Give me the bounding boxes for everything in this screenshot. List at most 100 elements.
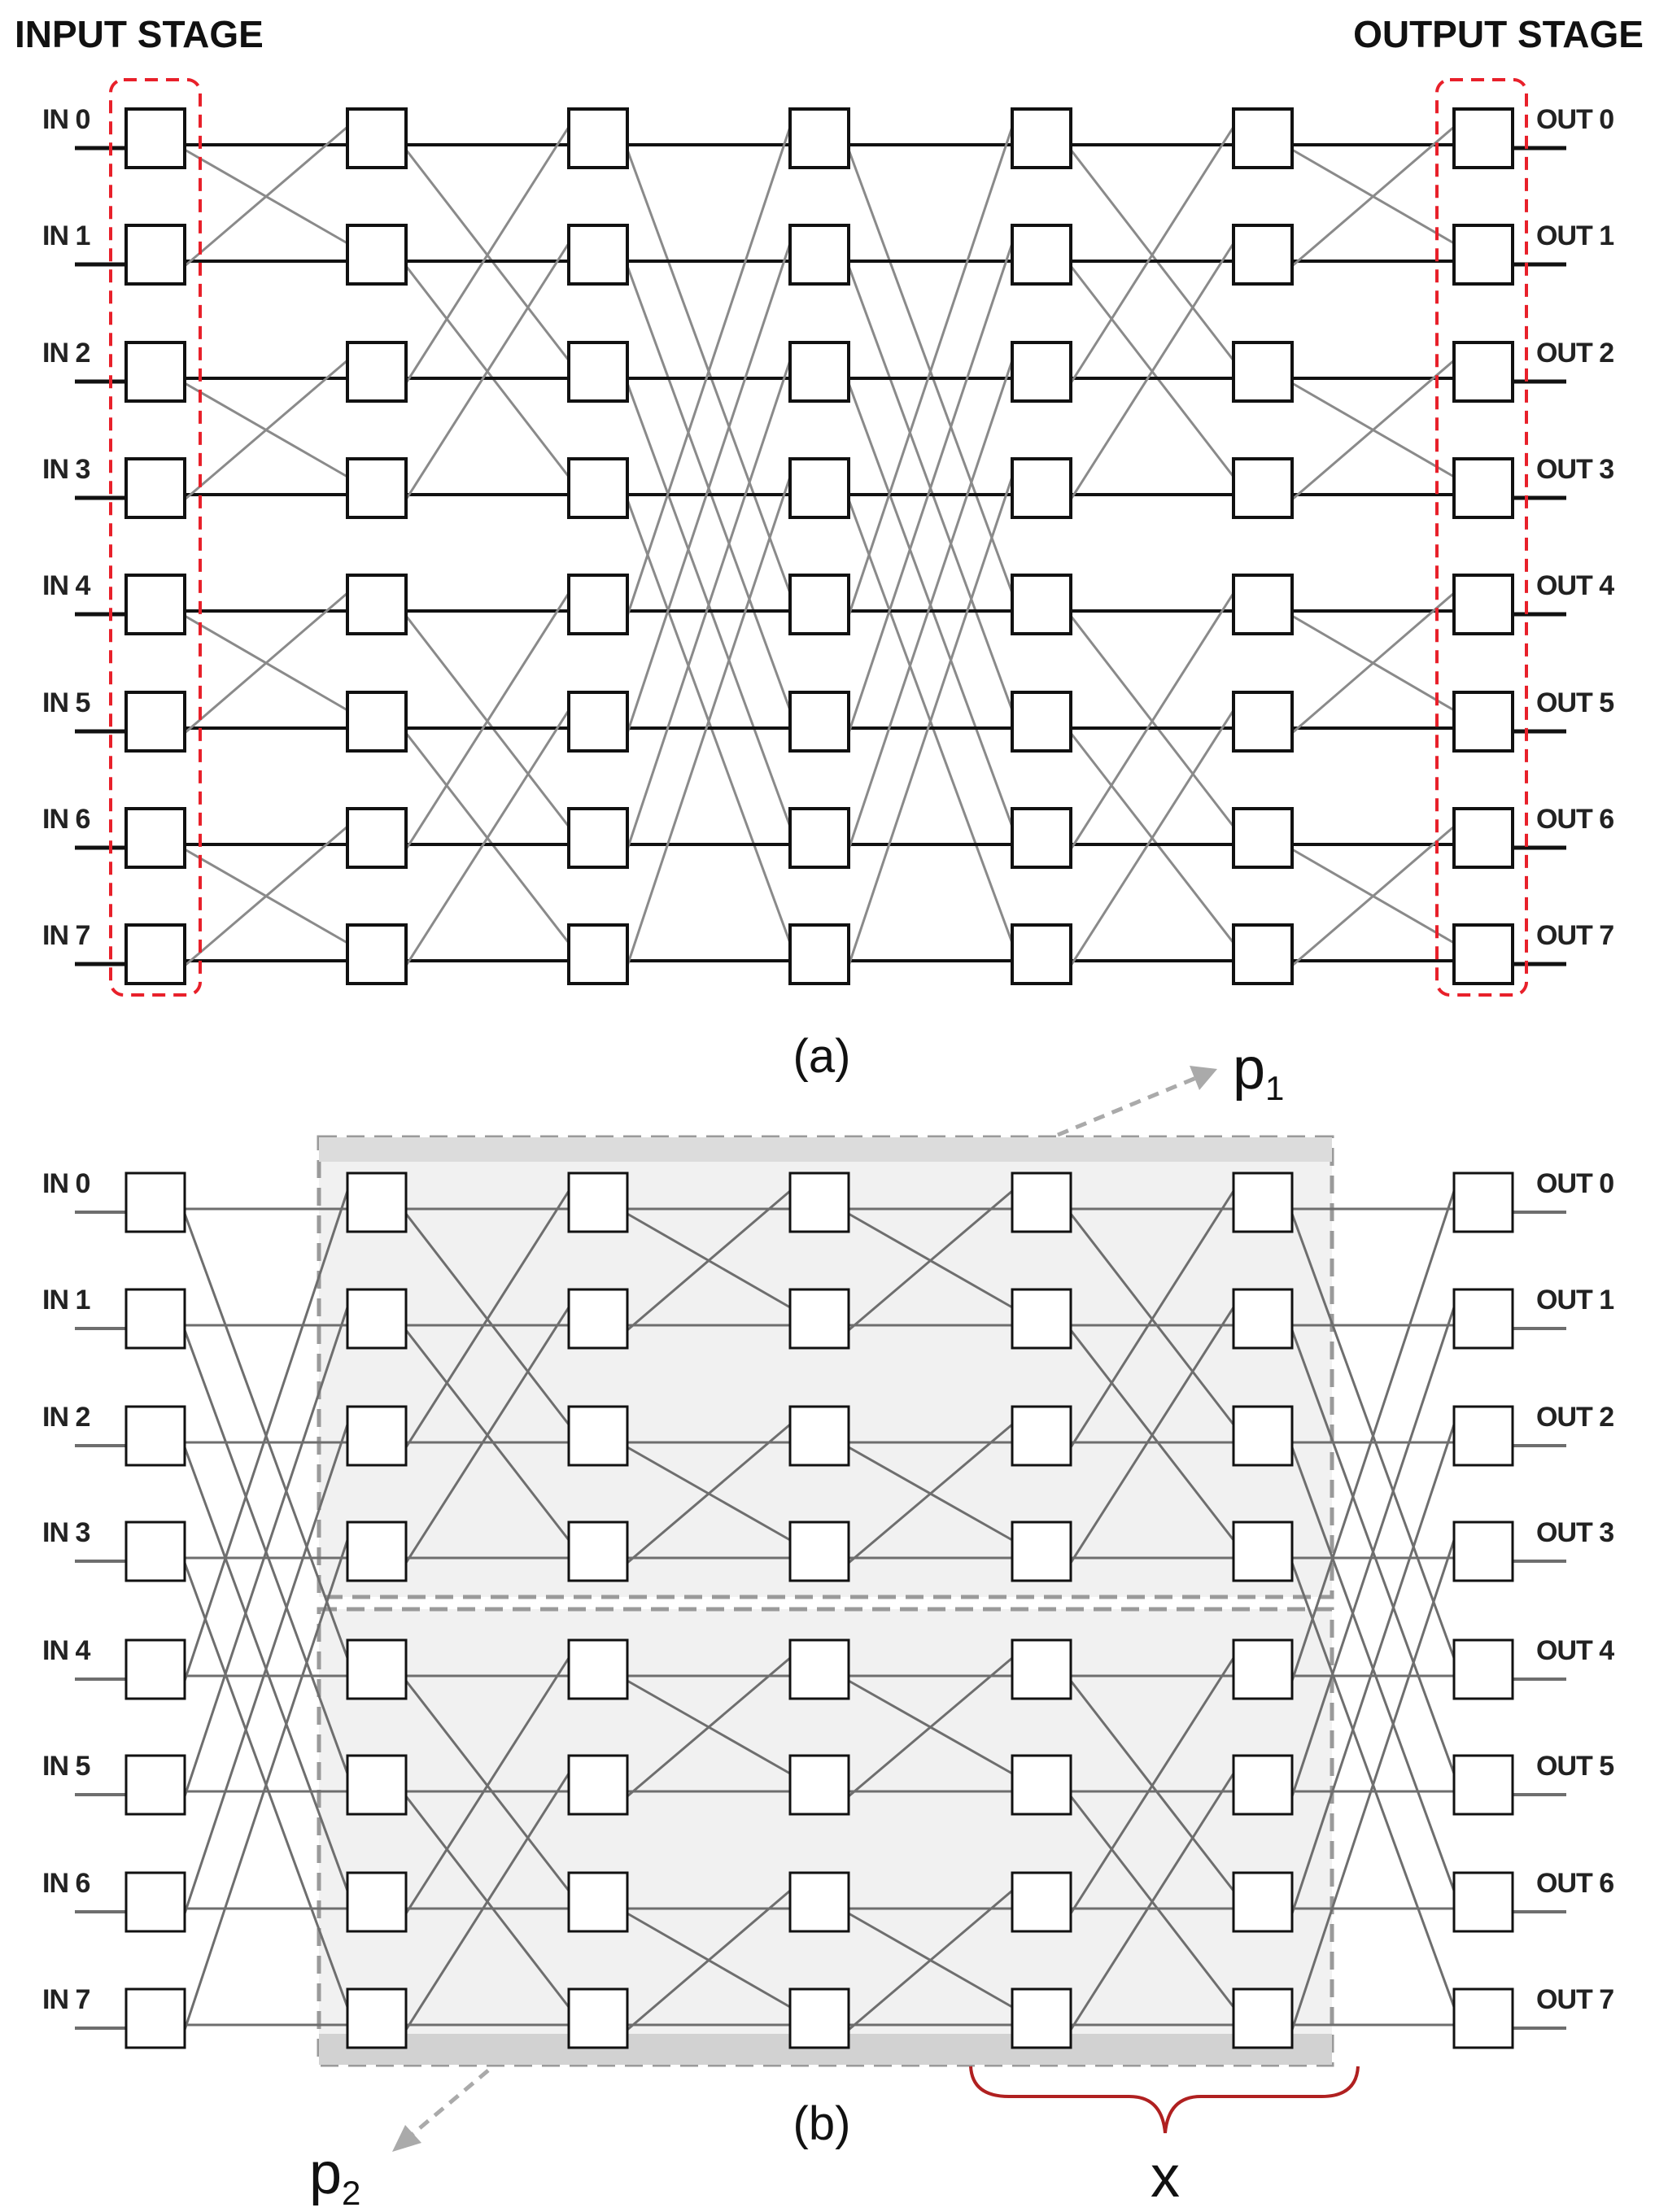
switch-box	[1011, 457, 1072, 519]
switch-box	[1452, 457, 1514, 519]
cross-link	[184, 825, 348, 967]
cross-link	[847, 126, 1014, 617]
switch-box	[788, 457, 850, 519]
switch-box	[788, 1171, 850, 1233]
switch-box	[788, 1754, 850, 1816]
switch-box	[346, 1871, 408, 1933]
switch-box	[346, 1171, 408, 1233]
cross-link	[848, 1656, 1013, 1798]
cross-link	[1291, 591, 1455, 735]
switch-box	[124, 574, 186, 635]
switch-box	[346, 691, 408, 753]
cross-link	[404, 592, 570, 850]
caption-a: (a)	[793, 1030, 851, 1083]
switch-box	[1232, 224, 1294, 286]
switch-box	[124, 1288, 186, 1350]
switch-box	[788, 1288, 850, 1350]
x-label: x	[1151, 2144, 1180, 2210]
cross-link	[627, 1656, 791, 1798]
switch-box	[346, 1754, 408, 1816]
cross-link	[626, 476, 792, 966]
output-port-label: OUT 0	[1536, 104, 1613, 135]
switch-box	[567, 923, 629, 985]
input-port-label: IN 2	[42, 1402, 90, 1433]
switch-box	[1452, 1405, 1514, 1467]
switch-box	[1011, 224, 1072, 286]
switch-box	[788, 574, 850, 635]
switch-box	[1452, 1638, 1514, 1700]
switch-box	[1452, 1520, 1514, 1582]
diagram-a-wires	[75, 125, 1566, 967]
switch-box	[1232, 457, 1294, 519]
cross-link	[1069, 1190, 1235, 1448]
input-port-label: IN 6	[42, 804, 90, 835]
output-port-label: OUT 6	[1536, 1868, 1613, 1899]
cross-link	[404, 1190, 570, 1448]
switch-box	[1011, 1520, 1072, 1582]
cross-link	[848, 1423, 1013, 1564]
switch-box	[1011, 574, 1072, 635]
switch-box	[567, 1754, 629, 1816]
output-stage-title: OUTPUT STAGE	[1353, 13, 1644, 55]
partition-p1-top-band	[319, 1137, 1332, 1162]
switch-box	[1452, 1171, 1514, 1233]
switch-box	[346, 1987, 408, 2049]
cross-link	[404, 1773, 570, 2031]
switch-box	[567, 341, 629, 403]
switch-box	[788, 341, 850, 403]
switch-box	[1452, 807, 1514, 869]
switch-box	[567, 1871, 629, 1933]
switch-box	[346, 807, 408, 869]
output-port-label: OUT 3	[1536, 454, 1613, 485]
diagram-a-switches	[124, 107, 1514, 985]
cross-link	[848, 1889, 1013, 2031]
cross-link	[404, 126, 570, 384]
cross-link	[183, 1307, 349, 1797]
cross-link	[627, 1423, 791, 1564]
output-port-label: OUT 7	[1536, 920, 1613, 951]
cross-link	[184, 591, 348, 735]
input-port-label: IN 5	[42, 1751, 90, 1782]
p1-arrow-head	[1190, 1066, 1217, 1090]
switch-box	[567, 1405, 629, 1467]
input-port-label: IN 5	[42, 687, 90, 718]
cross-link	[183, 1539, 349, 2031]
switch-box	[1232, 923, 1294, 985]
switch-box	[1232, 1171, 1294, 1233]
switch-box	[1011, 1288, 1072, 1350]
switch-box	[1452, 1987, 1514, 2049]
switch-box	[1232, 107, 1294, 169]
p2-label-sub: 2	[342, 2174, 360, 2212]
p2-arrow-line	[409, 2069, 490, 2137]
switch-box	[1452, 923, 1514, 985]
cross-link	[1291, 825, 1455, 967]
switch-box	[346, 1288, 408, 1350]
output-port-label: OUT 0	[1536, 1168, 1613, 1199]
cross-link	[1069, 1657, 1235, 1914]
switch-box	[788, 1871, 850, 1933]
diagram-b-wires	[75, 1189, 1566, 2031]
switch-box	[567, 1171, 629, 1233]
switch-box	[124, 457, 186, 519]
p1-arrow-line	[1057, 1075, 1197, 1137]
switch-box	[1452, 341, 1514, 403]
switch-box	[346, 1638, 408, 1700]
output-stage-highlight	[1435, 78, 1528, 997]
switch-box	[567, 1987, 629, 2049]
input-port-label: IN 6	[42, 1868, 90, 1899]
switch-box	[124, 1520, 186, 1582]
output-port-label: OUT 5	[1536, 1751, 1613, 1782]
p2-label: p2	[309, 2141, 360, 2212]
switch-box	[567, 457, 629, 519]
switch-box	[124, 691, 186, 753]
output-port-label: OUT 7	[1536, 1984, 1613, 2015]
output-port-label: OUT 2	[1536, 1402, 1613, 1433]
input-port-label: IN 1	[42, 1285, 90, 1315]
cross-link	[626, 126, 792, 617]
output-port-label: OUT 1	[1536, 1285, 1613, 1315]
switch-box	[788, 1405, 850, 1467]
diagram-b-switches	[124, 1171, 1514, 2049]
